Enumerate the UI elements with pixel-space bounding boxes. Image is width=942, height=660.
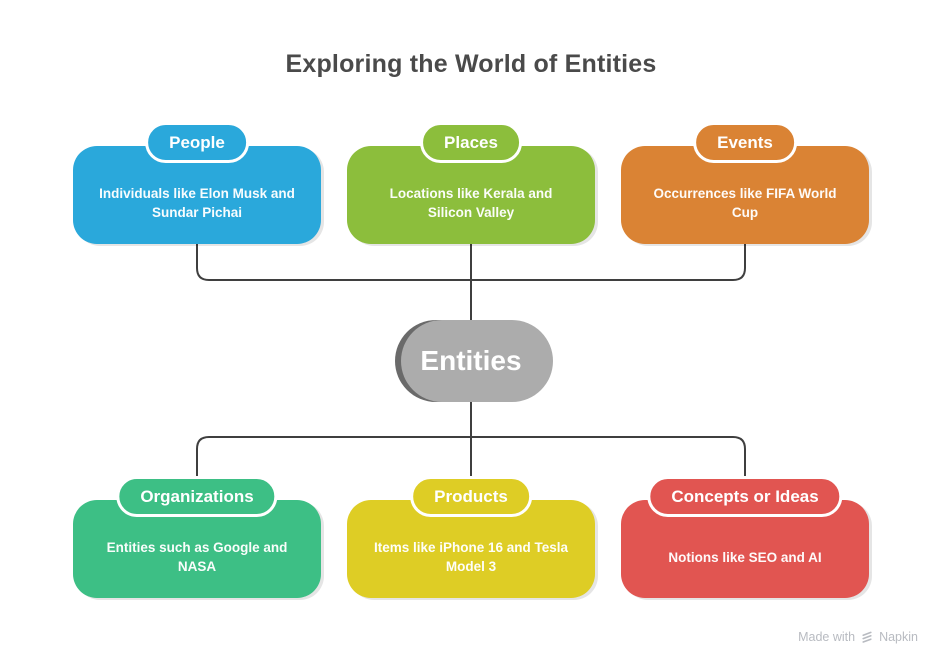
page-title: Exploring the World of Entities — [285, 50, 657, 78]
watermark: Made with Napkin — [798, 630, 918, 644]
napkin-logo-icon — [862, 631, 872, 643]
card-products-badge: Products — [410, 476, 532, 517]
card-concepts-or-ideas-badge: Concepts or Ideas — [647, 476, 843, 517]
card-places-description: Locations like Kerala and Silicon Valley — [389, 186, 553, 220]
card-people[interactable]: People Individuals like Elon Musk and Su… — [73, 122, 321, 244]
center-node-entities[interactable]: Entities — [395, 320, 547, 402]
card-products[interactable]: Products Items like iPhone 16 and Tesla … — [347, 476, 595, 598]
card-events[interactable]: Events Occurrences like FIFA World Cup — [621, 122, 869, 244]
center-node-label: Entities — [420, 345, 522, 376]
card-organizations[interactable]: Organizations Entities such as Google an… — [73, 476, 321, 598]
card-concepts-or-ideas-description: Notions like SEO and AI — [668, 549, 822, 565]
card-concepts-or-ideas[interactable]: Concepts or Ideas Notions like SEO and A… — [621, 476, 869, 598]
card-organizations-badge: Organizations — [116, 476, 278, 517]
card-places-badge: Places — [420, 122, 522, 163]
card-products-description: Items like iPhone 16 and Tesla Model 3 — [373, 540, 569, 574]
connector-bottom-bracket — [196, 436, 746, 476]
watermark-prefix: Made with — [798, 630, 856, 644]
card-events-badge: Events — [693, 122, 797, 163]
card-events-description: Occurrences like FIFA World Cup — [653, 186, 837, 220]
card-places[interactable]: Places Locations like Kerala and Silicon… — [347, 122, 595, 244]
card-people-description: Individuals like Elon Musk and Sundar Pi… — [99, 186, 295, 220]
card-organizations-description: Entities such as Google and NASA — [106, 540, 288, 574]
card-people-badge: People — [145, 122, 249, 163]
watermark-brand: Napkin — [879, 630, 918, 644]
